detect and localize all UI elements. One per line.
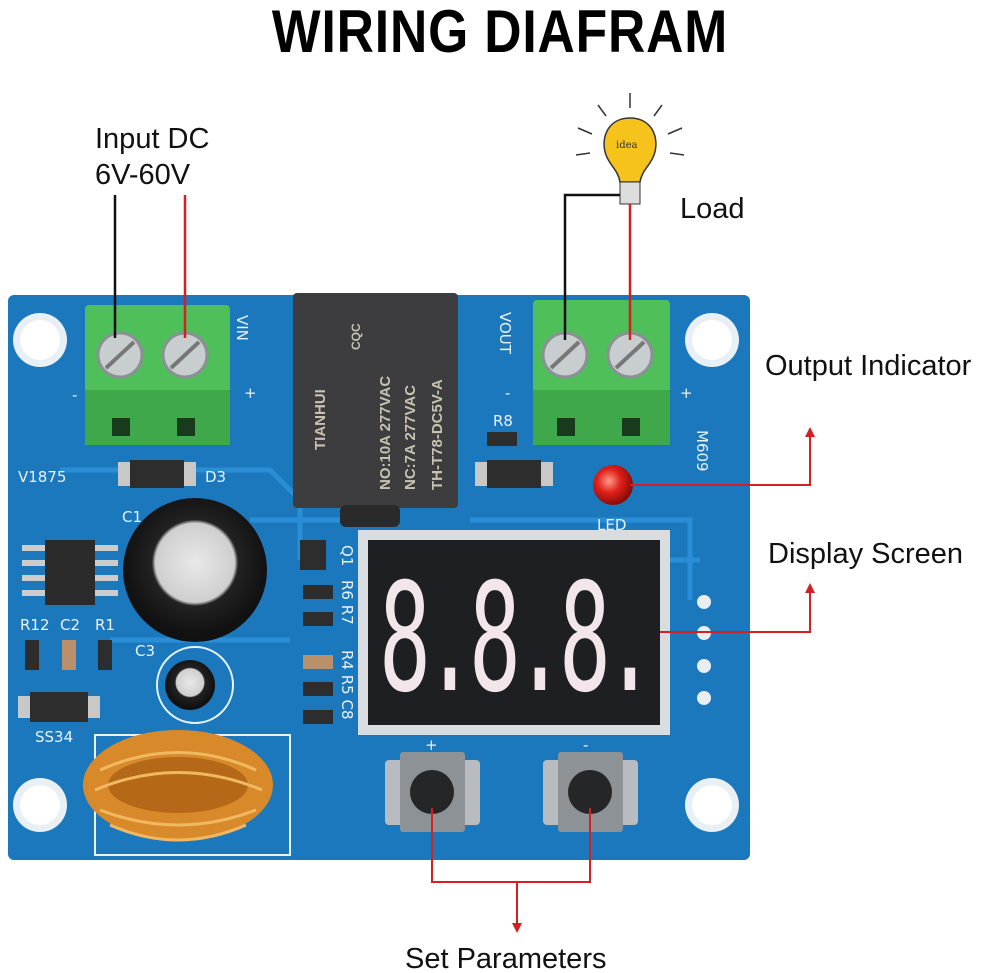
inductor-coil (83, 730, 291, 856)
r12-label: R12 (20, 616, 50, 634)
vin-plus-label: + (244, 384, 257, 402)
c3-label: C3 (135, 642, 155, 660)
resistor-r12 (25, 640, 39, 670)
capacitor-c3 (165, 660, 215, 710)
relay-brand: TIANHUI (312, 389, 329, 450)
vout-label: VOUT (496, 312, 514, 355)
display-screen: 8.8.8. (358, 530, 670, 735)
plus-button[interactable] (385, 752, 480, 832)
bulb-text: idea (616, 140, 638, 151)
mounting-hole (685, 313, 739, 367)
vout-minus-label: - (505, 384, 510, 402)
r8-label: R8 (493, 412, 513, 430)
transistor-q1 (300, 540, 326, 570)
d3-label: D3 (205, 468, 226, 486)
button-plus-label: + (425, 736, 438, 754)
c1-label: C1 (122, 508, 142, 526)
ss34-label: SS34 (35, 728, 73, 746)
q1-label: Q1 (338, 545, 356, 566)
input-voltage-label: 6V-60V (95, 159, 191, 191)
capacitor-c8 (303, 655, 333, 669)
input-terminal-block (85, 305, 230, 445)
resistor-r8 (487, 432, 517, 446)
set-parameters-label: Set Parameters (405, 943, 606, 973)
input-dc-label: Input DC (95, 123, 209, 155)
display-screen-arrow (660, 583, 815, 633)
output-terminal-block (533, 300, 670, 445)
light-bulb-icon: idea (575, 93, 685, 205)
load-negative-wire (563, 193, 620, 340)
mounting-hole (13, 313, 67, 367)
diode-ss34 (18, 692, 100, 722)
resistor-r5 (303, 682, 333, 696)
resistor-r1 (98, 640, 112, 670)
led-label: LED (597, 516, 626, 534)
capacitor-c1 (123, 498, 267, 642)
capacitor-c2 (62, 640, 76, 670)
r1-label: R1 (95, 616, 115, 634)
display-screen-label: Display Screen (768, 538, 963, 570)
output-indicator-label: Output Indicator (765, 350, 972, 382)
version-label: V1875 (18, 468, 66, 486)
minus-button[interactable] (543, 752, 638, 832)
load-label: Load (680, 193, 745, 225)
r6-r7-label: R6 R7 (338, 580, 356, 625)
vin-label: VIN (233, 315, 251, 341)
resistor-r7 (303, 585, 333, 599)
mounting-hole (685, 778, 739, 832)
controller-ic (22, 540, 118, 605)
diode-d3 (118, 460, 196, 488)
mounting-hole (13, 778, 67, 832)
relay-model: TH-T78-DC5V-A (429, 379, 446, 490)
relay-rating-no: NO:10A 277VAC (377, 376, 394, 490)
output-indicator-arrow (630, 427, 815, 486)
page-title: WIRING DIAFRAM (272, 0, 728, 65)
relay-rating-nc: NC:7A 277VAC (402, 385, 419, 490)
display-digits: 8.8.8. (379, 552, 649, 726)
relay: TIANHUI CQC NO:10A 277VAC NC:7A 277VAC T… (293, 293, 458, 527)
button-minus-label: - (583, 736, 588, 754)
vout-plus-label: + (680, 384, 693, 402)
relay-cqc: CQC (349, 323, 363, 350)
vin-minus-label: - (72, 386, 77, 404)
pcb-board: VIN - + TIANHUI CQC NO:10A 277VAC NC:7A … (8, 293, 750, 860)
resistor-r4 (303, 710, 333, 724)
r4-r5-c8-label: R4 R5 C8 (338, 650, 356, 720)
header-pins (697, 595, 711, 705)
set-parameters-bracket (431, 808, 591, 883)
diode-output (475, 460, 553, 488)
resistor-r6 (303, 612, 333, 626)
model-label: M609 (693, 430, 711, 472)
output-led (593, 465, 633, 505)
c2-label: C2 (60, 616, 80, 634)
